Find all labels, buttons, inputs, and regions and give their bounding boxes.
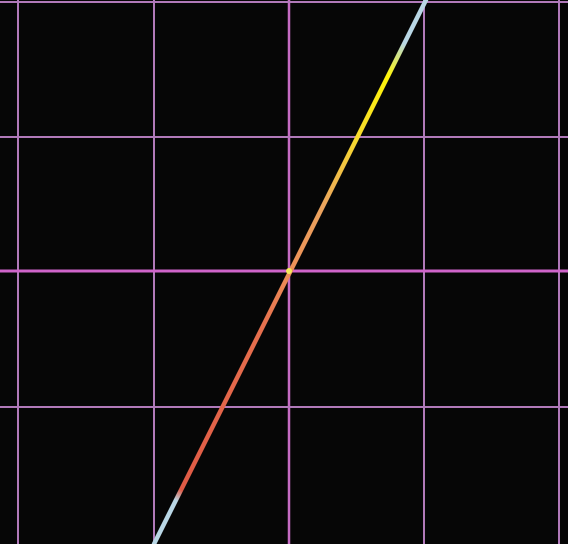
origin-point bbox=[286, 268, 292, 274]
